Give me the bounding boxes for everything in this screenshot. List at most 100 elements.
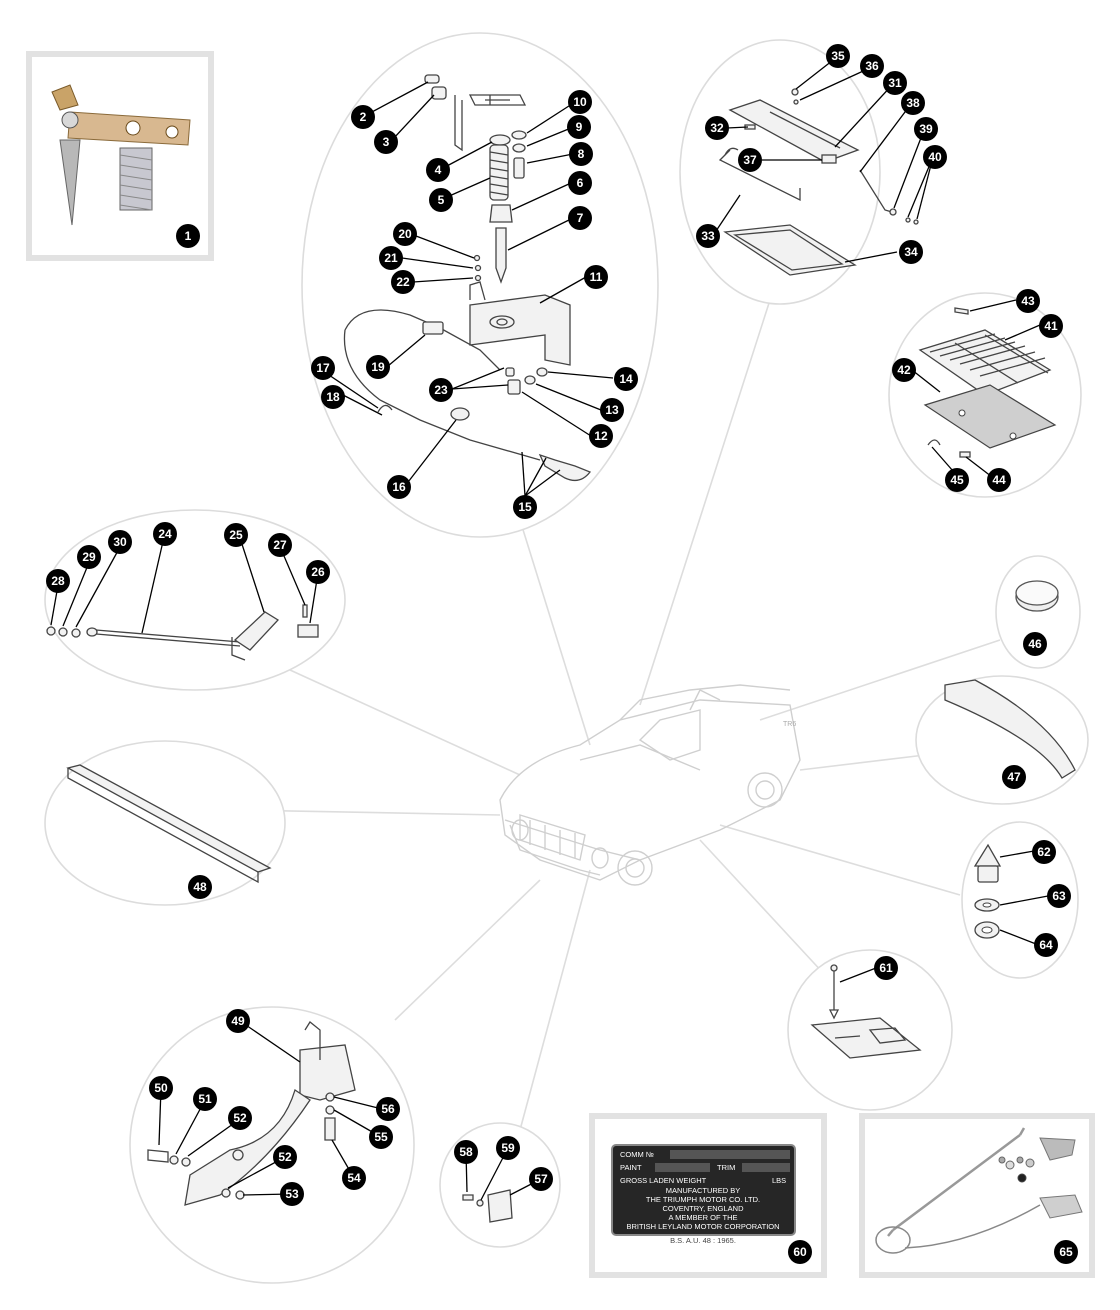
callout-59: 59 <box>496 1136 520 1160</box>
plate-company: THE TRIUMPH MOTOR CO. LTD. <box>646 1195 760 1204</box>
callout-61: 61 <box>874 956 898 980</box>
callout-number: 52 <box>233 1111 247 1125</box>
callout-51: 51 <box>193 1087 217 1111</box>
callout-number: 30 <box>113 535 127 549</box>
callout-6: 6 <box>568 171 592 195</box>
callout-37: 37 <box>738 148 762 172</box>
callout-48: 48 <box>188 875 212 899</box>
seal-strip-part <box>66 764 272 884</box>
commission-plate: COMM № PAINT TRIM GROSS LADEN WEIGHT LBS… <box>611 1144 796 1245</box>
callout-16: 16 <box>387 475 411 499</box>
callout-62: 62 <box>1032 840 1056 864</box>
callout-65: 65 <box>1054 1240 1078 1264</box>
callout-number: 43 <box>1021 294 1035 308</box>
callout-3: 3 <box>374 130 398 154</box>
callout-23: 23 <box>429 378 453 402</box>
callout-number: 59 <box>501 1141 515 1155</box>
callout-46: 46 <box>1023 632 1047 656</box>
callout-number: 45 <box>950 473 964 487</box>
callout-5: 5 <box>429 188 453 212</box>
callout-number: 26 <box>311 565 325 579</box>
callout-number: 39 <box>919 122 933 136</box>
callout-number: 46 <box>1028 637 1042 651</box>
callout-number: 52 <box>278 1150 292 1164</box>
bonnet-catch-photo <box>51 84 191 226</box>
callout-35: 35 <box>826 44 850 68</box>
callout-56: 56 <box>376 1097 400 1121</box>
plate-member: A MEMBER OF THE <box>668 1213 737 1222</box>
callout-60: 60 <box>788 1240 812 1264</box>
callout-63: 63 <box>1047 884 1071 908</box>
plate-standard: B.S. A.U. 48 : 1965. <box>670 1236 736 1245</box>
callout-8: 8 <box>569 142 593 166</box>
callout-number: 23 <box>434 383 448 397</box>
callout-20: 20 <box>393 222 417 246</box>
callout-number: 35 <box>831 49 845 63</box>
seal-corner-part <box>944 679 1076 779</box>
callout-14: 14 <box>614 367 638 391</box>
callout-34: 34 <box>899 240 923 264</box>
callout-number: 11 <box>590 270 603 284</box>
plate-location: COVENTRY, ENGLAND <box>663 1204 745 1213</box>
bubble-bonnet-release <box>301 32 659 538</box>
callout-11: 11 <box>584 265 608 289</box>
callout-64: 64 <box>1034 933 1058 957</box>
callout-number: 37 <box>743 153 757 167</box>
vin-plate-rivet-parts <box>810 964 922 1059</box>
callout-number: 8 <box>578 147 585 161</box>
callout-24: 24 <box>153 522 177 546</box>
callout-number: 25 <box>229 528 243 542</box>
callout-number: 17 <box>316 361 330 375</box>
callout-53: 53 <box>280 1182 304 1206</box>
callout-number: 2 <box>360 110 367 124</box>
callout-number: 1 <box>185 229 192 243</box>
callout-54: 54 <box>342 1166 366 1190</box>
callout-9: 9 <box>567 115 591 139</box>
callout-49: 49 <box>226 1009 250 1033</box>
callout-number: 22 <box>396 275 410 289</box>
callout-42: 42 <box>892 358 916 382</box>
plate-corporation: BRITISH LEYLAND MOTOR CORPORATION <box>626 1222 779 1231</box>
callout-number: 27 <box>273 538 287 552</box>
callout-29: 29 <box>77 545 101 569</box>
plate-gross: GROSS LADEN WEIGHT <box>620 1176 707 1185</box>
callout-45: 45 <box>945 468 969 492</box>
callout-number: 20 <box>398 227 412 241</box>
callout-44: 44 <box>987 468 1011 492</box>
callout-22: 22 <box>391 270 415 294</box>
callout-number: 19 <box>371 360 385 374</box>
callout-number: 14 <box>619 372 633 386</box>
bonnet-release-parts <box>343 74 592 482</box>
callout-33: 33 <box>696 224 720 248</box>
callout-31: 31 <box>883 71 907 95</box>
callout-number: 54 <box>347 1171 361 1185</box>
callout-number: 10 <box>573 95 587 109</box>
callout-number: 50 <box>154 1081 168 1095</box>
callout-number: 9 <box>576 120 583 134</box>
callout-number: 63 <box>1052 889 1066 903</box>
prop-rod-parts <box>46 604 319 661</box>
car-illustration: TR6 <box>499 684 801 886</box>
callout-number: 53 <box>285 1187 299 1201</box>
callout-26: 26 <box>306 560 330 584</box>
callout-19: 19 <box>366 355 390 379</box>
callout-number: 36 <box>865 59 879 73</box>
callout-50: 50 <box>149 1076 173 1100</box>
plate-manufactured: MANUFACTURED BY <box>666 1186 741 1195</box>
callout-number: 47 <box>1007 770 1021 784</box>
callout-7: 7 <box>568 206 592 230</box>
callout-number: 31 <box>888 76 902 90</box>
callout-number: 49 <box>231 1014 245 1028</box>
callout-number: 5 <box>438 193 445 207</box>
callout-13: 13 <box>600 398 624 422</box>
callout-number: 18 <box>326 390 340 404</box>
callout-28: 28 <box>46 569 70 593</box>
callout-number: 48 <box>193 880 207 894</box>
callout-number: 16 <box>392 480 406 494</box>
callout-number: 41 <box>1044 319 1058 333</box>
callout-number: 4 <box>435 163 442 177</box>
callout-number: 34 <box>904 245 918 259</box>
callout-40: 40 <box>923 145 947 169</box>
callout-number: 28 <box>51 574 65 588</box>
